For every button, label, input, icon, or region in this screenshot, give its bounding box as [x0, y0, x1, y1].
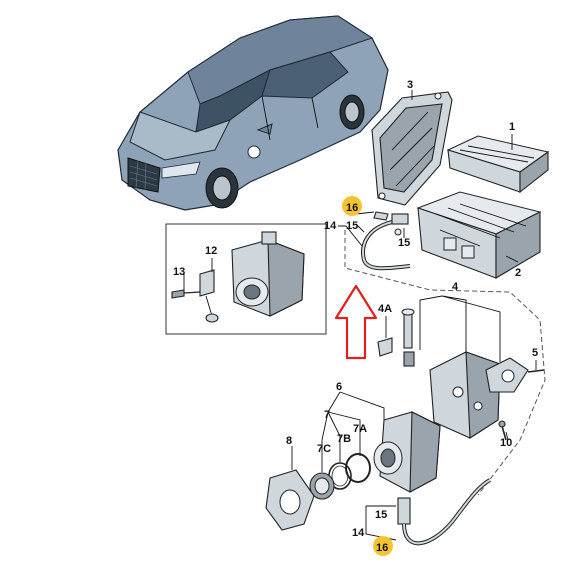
location-dashed-line: [344, 230, 546, 496]
label-15-mid: 15: [398, 237, 410, 249]
label-12: 12: [205, 245, 217, 257]
leader-lines: [183, 90, 537, 541]
label-13: 13: [173, 266, 185, 278]
part-2-housing: [416, 191, 542, 279]
label-3: 3: [407, 79, 413, 91]
car-hood: [129, 111, 232, 161]
part-4a-clip: [377, 308, 415, 367]
part-7c-ring: [309, 472, 335, 500]
label-8: 8: [286, 435, 292, 447]
car-side-window: [261, 51, 349, 99]
inset-box: [165, 223, 327, 335]
label-16-top: 16: [346, 202, 358, 214]
label-16-bottom: 16: [376, 542, 388, 554]
car-illustration: [117, 15, 389, 211]
front-rim: [212, 175, 232, 201]
label-14-top: 14: [324, 220, 337, 232]
label-7b: 7B: [337, 433, 351, 445]
part-7a-ring: [345, 453, 371, 483]
bottom-cable-assembly: [397, 478, 492, 546]
label-7a: 7A: [353, 423, 367, 435]
label-6: 6: [336, 381, 342, 393]
grille-pattern: [129, 159, 158, 191]
door-line: [261, 95, 319, 141]
top-cable-assembly: [361, 211, 411, 271]
label-4a: 4A: [378, 303, 392, 315]
label-4: 4: [452, 281, 459, 293]
red-arrow: [334, 284, 378, 360]
rear-rim: [344, 101, 360, 123]
label-2: 2: [515, 267, 521, 279]
label-5: 5: [532, 347, 538, 359]
location-marker: [247, 145, 261, 159]
highlight-16-bottom: [373, 536, 393, 556]
part-3-cover: [371, 91, 453, 206]
label-1: 1: [509, 121, 515, 133]
label-15-top: 15: [346, 220, 358, 232]
label-15-bottom: 15: [375, 509, 387, 521]
part-4-bracket: [429, 351, 545, 441]
part-6-module: [373, 411, 441, 493]
label-7: 7: [324, 409, 330, 421]
label-14-bottom: 14: [352, 527, 365, 539]
car-headlight: [161, 161, 201, 179]
highlight-16-top: [342, 196, 362, 216]
label-7c: 7C: [317, 443, 331, 455]
label-10: 10: [500, 437, 512, 449]
part-1-control-unit: [446, 135, 550, 194]
part-8-shield: [265, 469, 315, 531]
car-grille: [127, 157, 161, 193]
